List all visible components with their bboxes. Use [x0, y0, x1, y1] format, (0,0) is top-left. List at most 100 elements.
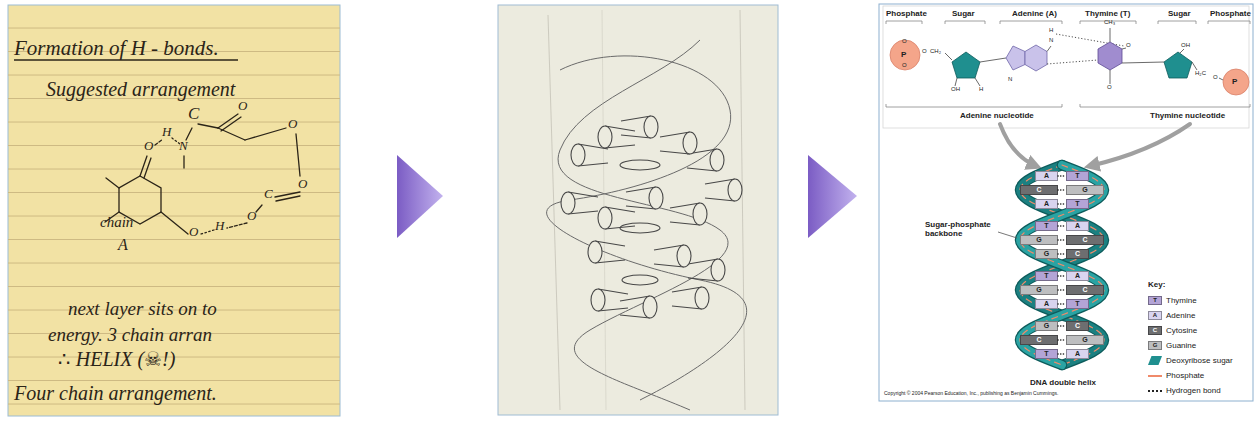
base-letter: T — [1044, 272, 1048, 280]
pencil-helix — [547, 40, 747, 410]
chemistry-label: O — [1213, 74, 1218, 81]
figure-heading: P — [901, 50, 906, 59]
base-letter: G — [1036, 236, 1041, 244]
notebook-page — [8, 5, 340, 416]
pencil-cylinders — [644, 116, 658, 138]
chemistry-label: OH — [951, 86, 960, 93]
hydrogen-bond — [1058, 189, 1066, 191]
handwritten-text: O — [238, 99, 247, 114]
handwritten-text: energy. 3 chain arran — [48, 324, 212, 346]
handwritten-text: O — [247, 209, 256, 224]
chemistry-label: Copyright © 2004 Pearson Education, Inc.… — [884, 391, 1058, 397]
header-bracket — [1000, 21, 1062, 24]
nucleotide-structure — [1164, 52, 1192, 78]
chemical-sketch — [172, 138, 180, 144]
chemistry-label: N — [1008, 76, 1012, 83]
base-letter: G — [1044, 250, 1049, 258]
nucleotide-structure — [1110, 28, 1111, 42]
legend-text: Phosphate — [1166, 370, 1204, 381]
legend-swatch — [1148, 356, 1162, 365]
base-box: A — [1035, 299, 1058, 309]
legend-entry: Deoxyribose sugar — [1148, 356, 1248, 366]
legend-entry: Thymine — [1148, 296, 1248, 306]
leader-line — [998, 232, 1017, 238]
chemical-sketch — [144, 158, 151, 178]
base-box: T — [1066, 171, 1089, 181]
base-letter: T — [1075, 172, 1079, 180]
key-letter: T — [1148, 296, 1162, 305]
base-letter: A — [1044, 300, 1049, 308]
textbook-figure-frame — [879, 4, 1253, 401]
header-bracket — [886, 21, 922, 24]
notebook-page — [8, 5, 340, 416]
pencil-cylinders — [620, 223, 660, 233]
figure-heading: Thymine (T) — [1085, 9, 1130, 18]
handwritten-text: O — [298, 177, 307, 192]
nucleotide-structure — [945, 53, 952, 60]
legend-text: Hydrogen bond — [1166, 385, 1221, 396]
dna-backbone — [1020, 165, 1104, 365]
base-box: G — [1066, 335, 1104, 345]
chemistry-label: CH₂ — [930, 48, 941, 55]
pencil-cylinders — [683, 132, 697, 154]
legend-entry: Hydrogen bond — [1148, 386, 1248, 396]
dna-backbone — [1020, 165, 1104, 365]
base-box: T — [1066, 199, 1089, 209]
nucleotide-structure — [1192, 62, 1197, 70]
legend-entry: Guanine — [1148, 341, 1248, 351]
chemical-sketch — [218, 128, 245, 140]
hydrogen-bond — [1058, 325, 1066, 327]
hydrogen-bond — [1058, 275, 1066, 277]
figure-heading: Sugar-phosphate backbone — [925, 220, 1003, 238]
base-letter: A — [1075, 350, 1080, 358]
base-box: A — [1035, 199, 1058, 209]
nucleotide-structure — [1110, 70, 1111, 84]
handwritten-text: O — [189, 225, 198, 240]
hydrogen-bond — [1058, 225, 1066, 227]
figure-heading: Phosphate — [1210, 9, 1251, 18]
pencil-cylinders — [677, 245, 691, 267]
pencil-cylinders — [695, 287, 709, 309]
figure-heading: DNA double helix — [1030, 378, 1096, 387]
key-letter: C — [1148, 326, 1162, 335]
chemistry-label: CH₃ — [1104, 19, 1115, 26]
base-box: A — [1066, 221, 1089, 231]
chemical-sketch — [256, 205, 262, 212]
handwritten-text: O — [288, 117, 297, 132]
dna-backbone — [1020, 165, 1104, 365]
nucleotide-structure — [1122, 62, 1164, 63]
legend-swatch — [1148, 375, 1162, 377]
key-letter: A — [1148, 311, 1162, 320]
chemical-sketch — [201, 230, 214, 234]
base-letter: C — [1075, 322, 1080, 330]
chemical-sketch — [106, 178, 119, 188]
hydrogen-bond — [1058, 239, 1066, 241]
chemical-sketch — [105, 114, 300, 234]
base-box: C — [1066, 285, 1104, 295]
legend-text: Adenine — [1166, 310, 1195, 321]
handwritten-text: H — [215, 219, 224, 234]
pencil-cylinders — [622, 275, 658, 285]
base-box: C — [1020, 335, 1058, 345]
figure-heading: Phosphate — [886, 9, 927, 18]
base-letter: C — [1036, 336, 1041, 344]
hydrogen-bond — [1058, 203, 1066, 205]
pencil-cylinders — [591, 289, 605, 311]
chemical-sketch — [227, 223, 247, 228]
base-box: G — [1020, 285, 1058, 295]
chemistry-label: O — [902, 38, 907, 45]
nucleotide-structure — [975, 78, 980, 86]
nucleotide-structure — [890, 28, 1249, 95]
base-letter: G — [1082, 186, 1087, 194]
nucleotide-structure — [955, 78, 957, 86]
handwritten-text: Four chain arrangement. — [14, 382, 217, 405]
chemistry-label: O — [1107, 84, 1112, 91]
base-box: A — [1035, 171, 1058, 181]
pencil-cylinders — [643, 296, 657, 318]
nucleotide-structure — [980, 58, 1006, 62]
chemical-sketch — [245, 128, 286, 140]
base-box: T — [1035, 349, 1058, 359]
